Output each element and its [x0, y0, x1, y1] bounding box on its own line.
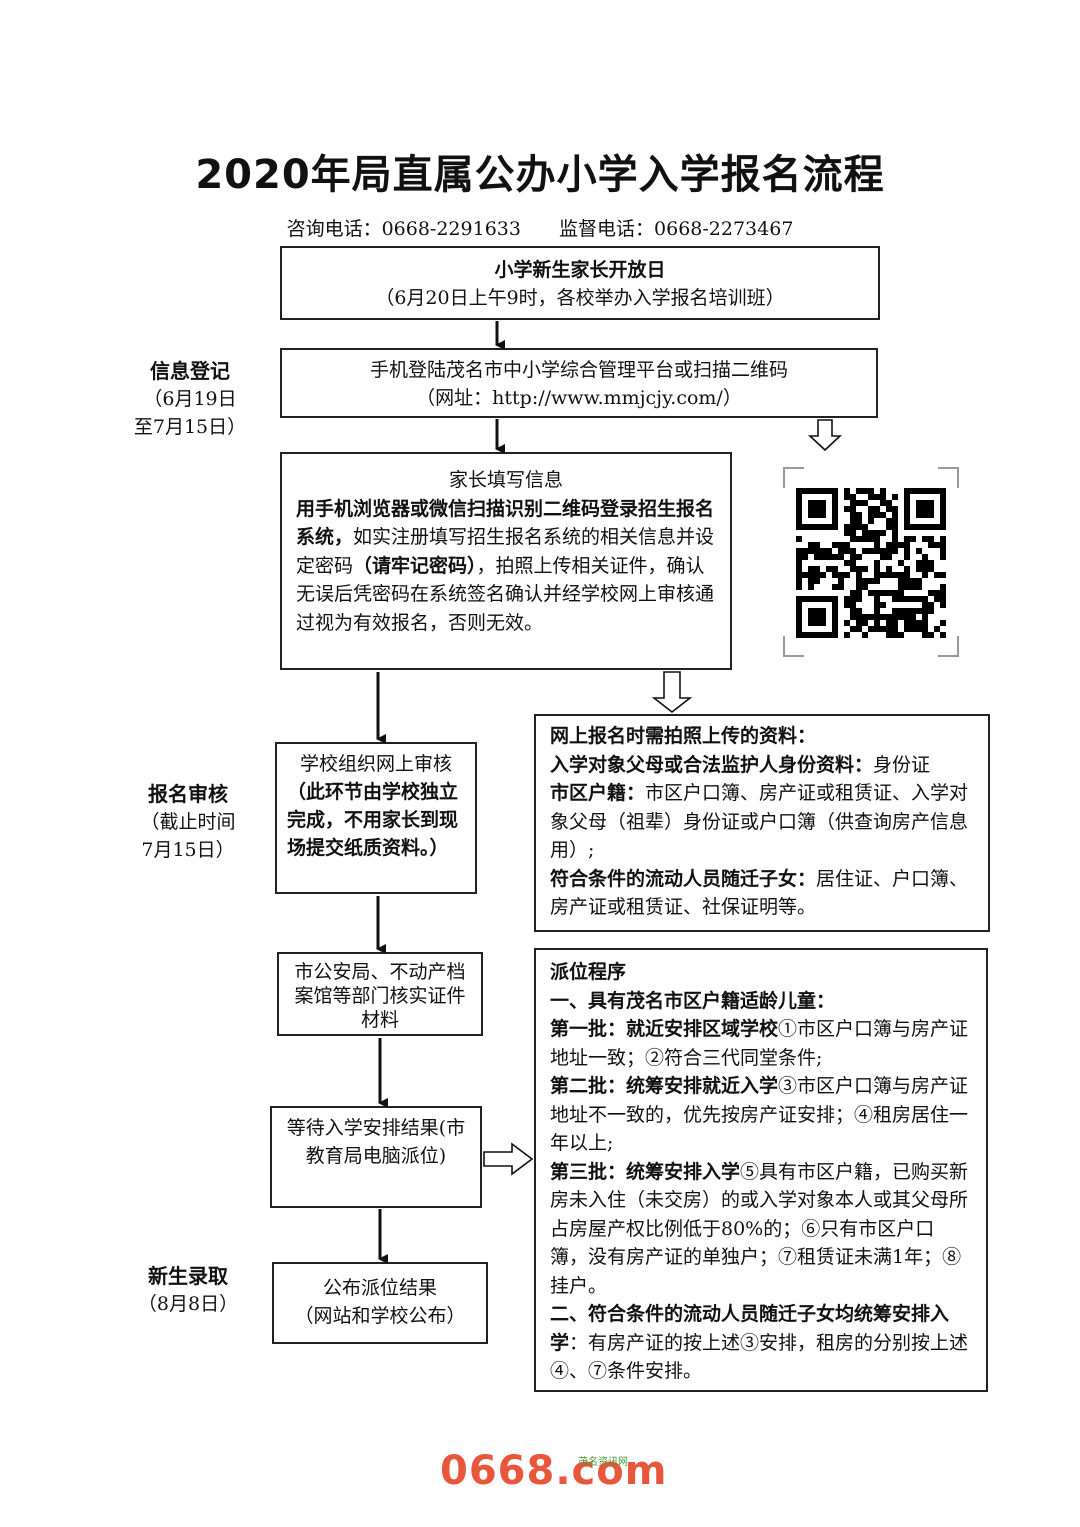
wait-result-text: 等待入学安排结果(市教育局电脑派位) [286, 1117, 466, 1167]
school-review-note: （此环节由学校独立完成，不用家长到现场提交纸质资料。） [287, 781, 459, 859]
allocation-batch-text: ①市区户口簿与房产证地址一致；②符合三代同堂条件; [550, 1018, 969, 1069]
stage-review-label: 报名审核 [148, 782, 228, 806]
consult-phone: 咨询电话：0668-2291633 [286, 218, 521, 240]
materials-item-label: 入学对象父母或合法监护人身份资料： [550, 753, 874, 776]
stage-info-date-end: 至7月15日） [133, 416, 247, 438]
allocation-heading: 派位程序 [550, 961, 627, 983]
materials-item-text: 居住证、户口簿、房产证或租赁证、社保证明等。 [550, 867, 969, 919]
stage-admit-date: （8月8日） [137, 1293, 239, 1315]
login-box: 手机登陆茂名市中小学综合管理平台或扫描二维码 （网址：http://www.mm… [280, 348, 878, 418]
fill-info-heading: 家长填写信息 [448, 469, 563, 491]
allocation-box: 派位程序 一、具有茂名市区户籍适龄儿童： 第一批：就近安排区域学校①市区户口簿与… [534, 948, 988, 1392]
allocation-batch-text: ⑤具有市区户籍，已购买新房未入住（未交房）的或入学对象本人或其父母所占房屋产权比… [550, 1160, 969, 1297]
stage-review-date-start: （截止时间 [140, 811, 236, 833]
materials-item-label: 市区户籍： [550, 782, 646, 804]
login-instruction: 手机登陆茂名市中小学综合管理平台或扫描二维码 [369, 359, 788, 381]
hollow-arrow-to-materials [651, 671, 693, 714]
allocation-batch: 第一批：就近安排区域学校①市区户口簿与房产证地址一致；②符合三代同堂条件; [550, 1015, 972, 1072]
school-review-box: 学校组织网上审核 （此环节由学校独立完成，不用家长到现场提交纸质资料。） [275, 742, 477, 894]
allocation-section-2-text: ：有房产证的按上述③安排，租房的分别按上述④、⑦条件安排。 [550, 1331, 969, 1383]
materials-item-label: 符合条件的流动人员随迁子女： [550, 867, 817, 890]
supervise-phone: 监督电话：0668-2273467 [559, 218, 794, 240]
materials-item-text: 身份证 [873, 753, 931, 776]
stage-admit: 新生录取 （8月8日） [118, 1262, 258, 1318]
stage-review-date-end: 7月15日） [141, 839, 235, 861]
open-day-note: （6月20日上午9时，各校举办入学报名培训班） [375, 287, 785, 309]
materials-item: 符合条件的流动人员随迁子女：居住证、户口簿、房产证或租赁证、社保证明等。 [550, 865, 974, 922]
site-logo: 0668.com [440, 1448, 668, 1494]
materials-heading: 网上报名时需拍照上传的资料： [550, 725, 817, 747]
allocation-batch: 第二批：统筹安排就近入学③市区户口簿与房产证地址不一致的，优先按房产证安排；④租… [550, 1072, 972, 1158]
page-title: 2020年局直属公办小学入学报名流程 [195, 152, 885, 198]
open-day-box: 小学新生家长开放日 （6月20日上午9时，各校举办入学报名培训班） [280, 246, 880, 320]
qr-code[interactable] [782, 466, 960, 658]
fill-info-body: 用手机浏览器或微信扫描识别二维码登录招生报名系统，如实注册填写招生报名系统的相关… [296, 495, 716, 638]
police-verify-box: 市公安局、不动产档案馆等部门核实证件材料 [277, 952, 483, 1036]
police-verify-text: 市公安局、不动产档案馆等部门核实证件材料 [294, 961, 466, 1031]
allocation-section-1: 一、具有茂名市区户籍适龄儿童： [550, 989, 836, 1012]
publish-note: （网站和学校公布） [294, 1305, 466, 1327]
allocation-batch-text: ③市区户口簿与房产证地址不一致的，优先按房产证安排；④租房居住一年以上; [550, 1075, 969, 1154]
publish-title: 公布派位结果 [322, 1277, 437, 1299]
fill-info-text-1: 如实注册填写招生报名系统的相关信息并设定密码 [296, 526, 715, 577]
school-review-title: 学校组织网上审核 [299, 753, 452, 775]
fill-info-bold-2: （请牢记密码） [353, 554, 477, 577]
hollow-arrow-to-allocation [483, 1142, 534, 1176]
stage-info: 信息登记 （6月19日 至7月15日） [120, 357, 260, 441]
stage-info-date-start: （6月19日 [143, 388, 237, 410]
contact-line: 咨询电话：0668-2291633 监督电话：0668-2273467 [0, 214, 1080, 241]
login-url: （网址：http://www.mmjcjy.com/） [416, 387, 742, 409]
materials-item-text: 市区户口簿、房产证或租赁证、入学对象父母（祖辈）身份证或户口簿（供查询房产信息用… [550, 782, 969, 861]
qr-code-graphic [783, 467, 959, 657]
fill-info-text-2: ，拍照上传相关证件，确认无误后凭密码在系统签名确认并经学校网上审核通过视为有效报… [296, 554, 715, 634]
stage-review: 报名审核 （截止时间 7月15日） [118, 780, 258, 864]
allocation-section-2-label: 二、符合条件的流动人员随迁子女均统筹安排入学 [550, 1303, 950, 1354]
allocation-section-2: 二、符合条件的流动人员随迁子女均统筹安排入学：有房产证的按上述③安排，租房的分别… [550, 1300, 972, 1386]
stage-info-label: 信息登记 [150, 359, 230, 383]
materials-item: 市区户籍：市区户口簿、房产证或租赁证、入学对象父母（祖辈）身份证或户口簿（供查询… [550, 779, 974, 865]
fill-info-bold-1: 用手机浏览器或微信扫描识别二维码登录招生报名系统， [296, 497, 715, 549]
materials-item: 入学对象父母或合法监护人身份资料：身份证 [550, 751, 974, 780]
allocation-batch-label: 第一批：就近安排区域学校 [550, 1018, 779, 1040]
open-day-title: 小学新生家长开放日 [494, 259, 666, 281]
allocation-batch-label: 第三批：统筹安排入学 [550, 1160, 741, 1183]
hollow-arrow-to-qr [807, 419, 843, 452]
wait-result-box: 等待入学安排结果(市教育局电脑派位) [270, 1106, 482, 1208]
fill-info-box: 家长填写信息 用手机浏览器或微信扫描识别二维码登录招生报名系统，如实注册填写招生… [280, 452, 732, 670]
allocation-batch-label: 第二批：统筹安排就近入学 [550, 1075, 779, 1097]
allocation-batch: 第三批：统筹安排入学⑤具有市区户籍，已购买新房未入住（未交房）的或入学对象本人或… [550, 1158, 972, 1301]
stage-admit-label: 新生录取 [148, 1264, 228, 1288]
site-logo-subtitle: 茂名资讯网 [578, 1457, 628, 1468]
materials-box: 网上报名时需拍照上传的资料： 入学对象父母或合法监护人身份资料：身份证 市区户籍… [534, 714, 990, 932]
